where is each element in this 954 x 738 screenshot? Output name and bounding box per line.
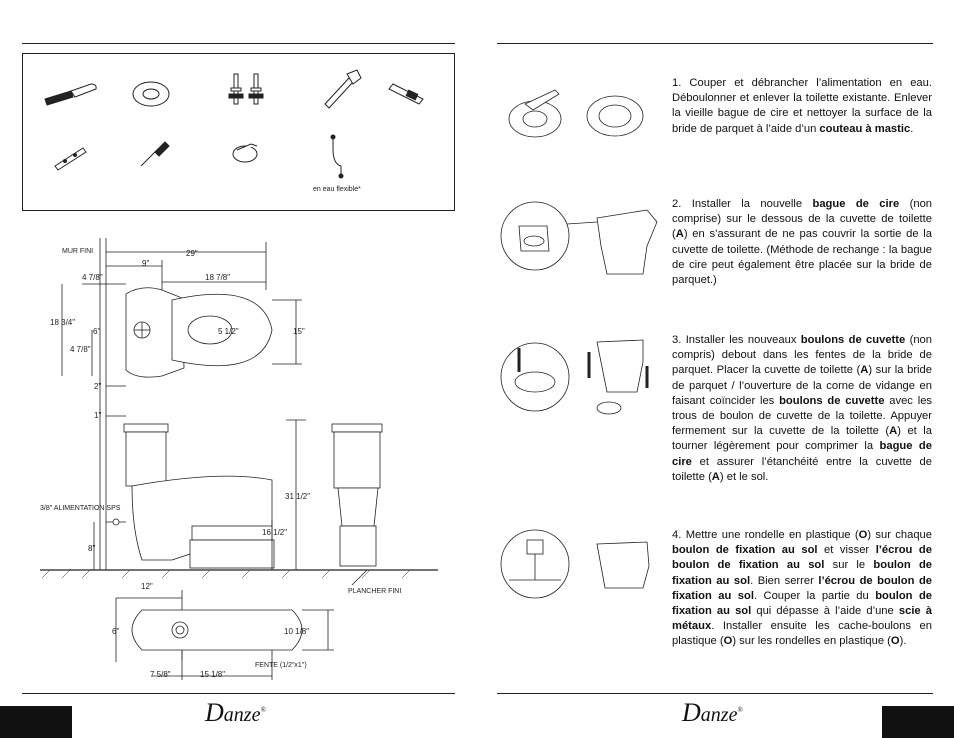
dim-6b: 6" xyxy=(112,627,120,636)
flexible-supply-icon xyxy=(330,134,344,179)
step2-illustration xyxy=(500,201,658,275)
tools-box: en eau flexible* xyxy=(22,53,455,211)
step1-illustration xyxy=(508,89,644,138)
dim-5-12: 5 1/2" xyxy=(218,327,239,336)
dim-4-78: 4 7/8" xyxy=(82,273,103,282)
dim-10-18: 10 1/8" xyxy=(284,627,310,636)
step4-illustration xyxy=(500,529,650,599)
flexible-supply-label: en eau flexible* xyxy=(313,186,361,193)
dim-18-34: 18 3/4" xyxy=(50,318,76,327)
logo-mark: ® xyxy=(260,706,266,714)
step-2-text: 2. Installer la nouvelle bague de cire (… xyxy=(672,198,933,287)
dim-9: 9" xyxy=(142,259,150,268)
adjustable-wrench-icon xyxy=(324,69,362,109)
dim-16-12: 16 1/2" xyxy=(262,528,288,537)
logo-initial: D xyxy=(205,698,224,727)
dim-7-58: 7 5/8" xyxy=(150,670,171,679)
page-tab-right xyxy=(882,706,954,738)
dim-18-78: 18 7/8" xyxy=(205,273,231,282)
dim-finished-wall: MUR FINI xyxy=(62,248,94,255)
bottom-rule-right xyxy=(497,693,933,694)
level-icon xyxy=(54,147,87,171)
putty-knife-icon xyxy=(44,83,97,106)
top-rule-left xyxy=(22,43,455,44)
step-3-text: 3. Installer les nouveaux boulons de cuv… xyxy=(672,334,933,483)
toilet-dimension-drawing xyxy=(40,238,438,680)
step-4-text: 4. Mettre une rondelle en plastique (O) … xyxy=(672,529,933,648)
top-rule-right xyxy=(497,43,933,44)
dim-2: 2" xyxy=(94,382,102,391)
dim-slot: FENTE (1/2"x1") xyxy=(255,662,307,669)
screwdriver-icon xyxy=(140,141,170,167)
dim-15-18: 15 1/8" xyxy=(200,670,226,679)
logo-mark: ® xyxy=(737,706,743,714)
dim-4-78b: 4 7/8" xyxy=(70,345,91,354)
dim-supply: 3/8" ALIMENTATION SPS xyxy=(40,505,121,512)
logo-rest: anze xyxy=(223,704,261,726)
dim-15: 15" xyxy=(293,327,305,336)
brand-logo-left: Danze® xyxy=(205,698,266,728)
floor-bolts-icon xyxy=(228,73,264,105)
toilet-seat-caulk-icon xyxy=(232,143,258,163)
step3-illustration xyxy=(500,339,649,415)
page-tab-left xyxy=(0,706,72,738)
bottom-rule-left xyxy=(22,693,455,694)
logo-rest: anze xyxy=(700,704,738,726)
dim-29: 29" xyxy=(186,249,198,258)
logo-initial: D xyxy=(682,698,701,727)
dim-1: 1" xyxy=(94,411,102,420)
dim-6: 6" xyxy=(93,327,101,336)
dim-finished-floor: PLANCHER FINI xyxy=(348,588,402,595)
step-1-text: 1. Couper et débrancher l’alimentation e… xyxy=(672,77,932,135)
hacksaw-icon xyxy=(388,83,424,105)
tools-illustrations xyxy=(44,69,424,179)
dim-12: 12" xyxy=(141,582,153,591)
dim-8: 8" xyxy=(88,544,96,553)
brand-logo-right: Danze® xyxy=(682,698,743,728)
dim-31-12: 31 1/2" xyxy=(285,492,311,501)
wax-ring-icon xyxy=(132,81,170,107)
